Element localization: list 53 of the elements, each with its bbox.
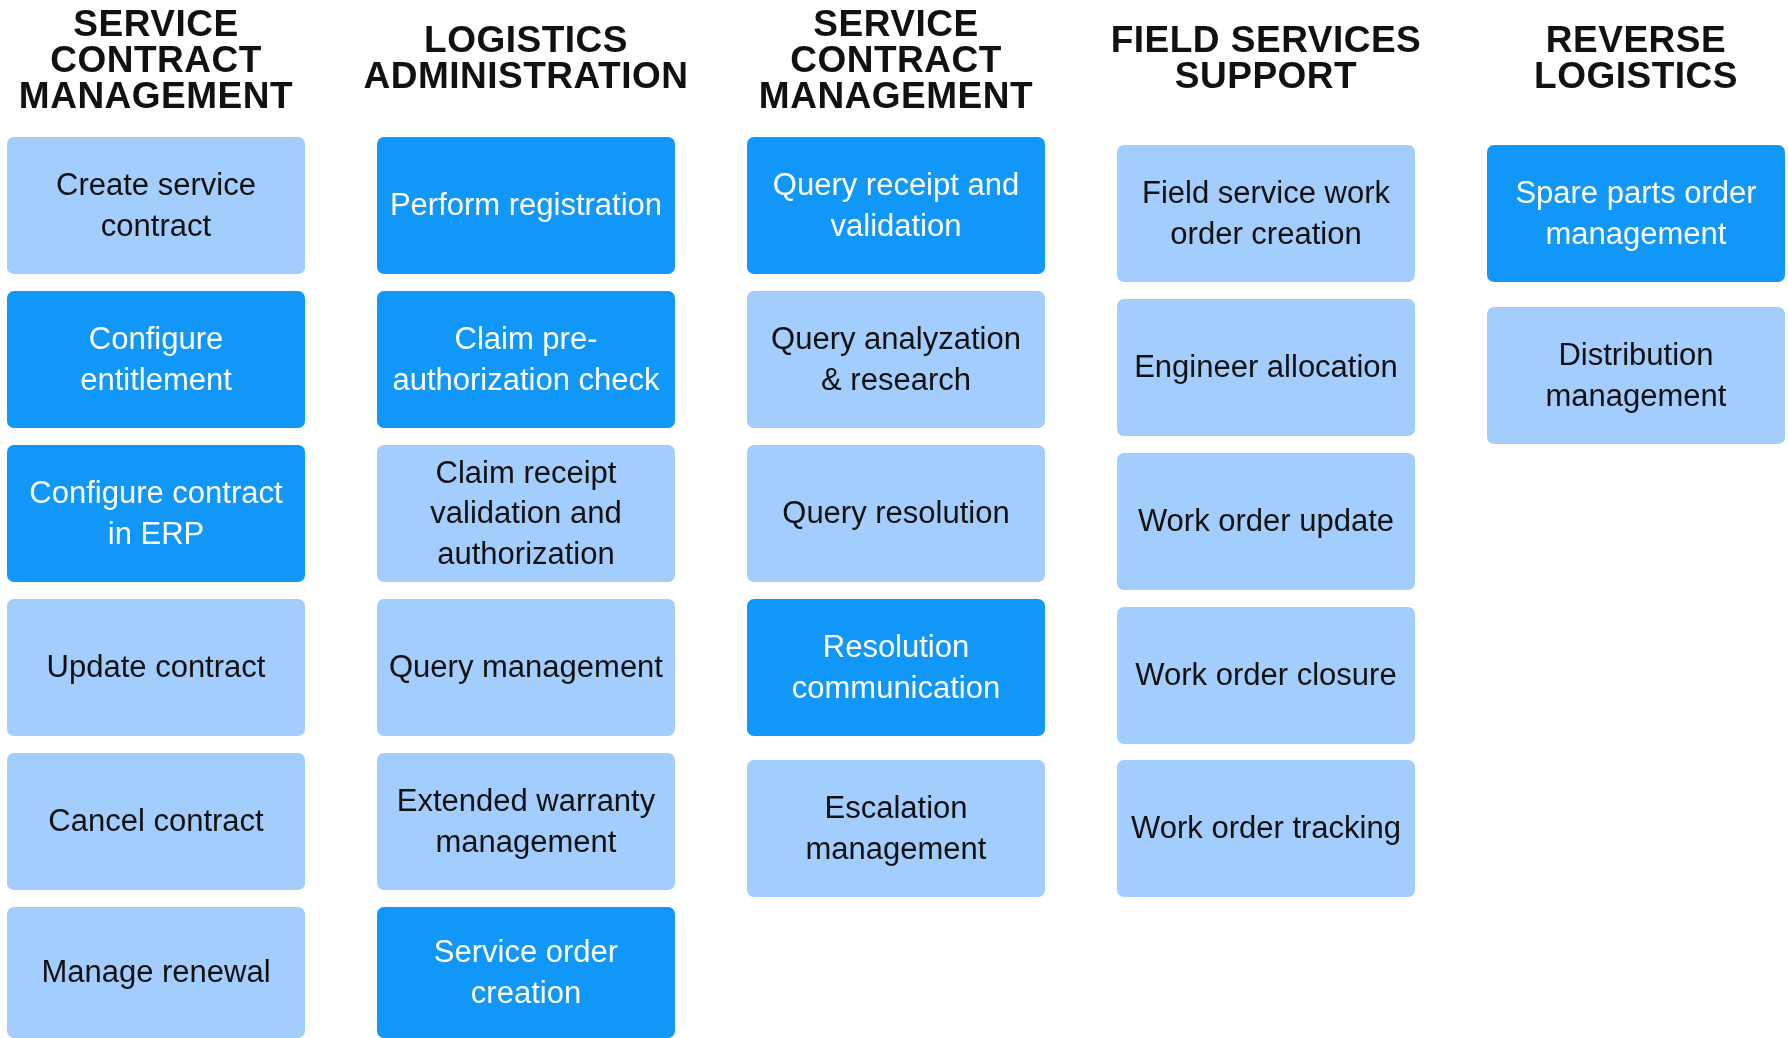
box-text: Query resolution <box>782 494 1010 533</box>
process-box <box>7 445 305 582</box>
box-text: Update contract <box>46 648 266 687</box>
process-box <box>7 291 305 428</box>
process-box <box>7 599 305 736</box>
process-box <box>1117 453 1415 590</box>
box-text: Spare parts order management <box>1514 174 1758 253</box>
box-text: Perform registration <box>389 186 663 225</box>
box-text: Query management <box>389 648 663 687</box>
box-text: Cancel contract <box>48 802 264 841</box>
box-text: Work order update <box>1137 502 1395 541</box>
process-box <box>1487 307 1785 444</box>
process-box <box>377 753 675 890</box>
box-text: Service order creation <box>432 933 620 1012</box>
process-box <box>747 760 1045 897</box>
column-heading: LOGISTICS ADMINISTRATION <box>362 22 690 94</box>
process-box <box>747 599 1045 736</box>
process-box <box>7 137 305 274</box>
column-heading: REVERSE LOGISTICS <box>1533 22 1739 94</box>
box-text: Extended warranty management <box>395 782 657 861</box>
process-box <box>377 907 675 1038</box>
process-box <box>1117 145 1415 282</box>
process-box <box>1117 607 1415 744</box>
process-box <box>747 291 1045 428</box>
process-box <box>377 599 675 736</box>
box-text: Claim receipt validation and authorization <box>429 454 623 573</box>
process-box <box>747 445 1045 582</box>
box-text: Work order tracking <box>1131 809 1401 848</box>
box-text: Claim pre-authorization check <box>391 320 661 399</box>
process-box <box>7 907 305 1038</box>
box-text: Configure contract in ERP <box>28 474 284 553</box>
process-box <box>377 445 675 582</box>
box-text: Escalation management <box>804 789 988 868</box>
box-text: Field service work order creation <box>1140 174 1392 253</box>
box-text: Resolution communication <box>790 628 1002 707</box>
process-box <box>377 137 675 274</box>
box-text: Engineer allocation <box>1134 348 1398 387</box>
box-text: Work order closure <box>1135 656 1397 695</box>
process-box <box>7 753 305 890</box>
process-box <box>747 137 1045 274</box>
process-box <box>1117 760 1415 897</box>
box-text: Manage renewal <box>41 953 271 992</box>
column-heading: SERVICE CONTRACT MANAGEMENT <box>757 6 1035 114</box>
process-box <box>1117 299 1415 436</box>
box-text: Query receipt and validation <box>771 166 1021 245</box>
process-box <box>1487 145 1785 282</box>
column-heading: SERVICE CONTRACT MANAGEMENT <box>17 6 295 114</box>
box-text: Distribution management <box>1544 336 1728 415</box>
box-text: Configure entitlement <box>79 320 233 399</box>
box-text: Query analyzation & research <box>770 320 1022 399</box>
box-text: Create service contract <box>55 166 257 245</box>
column-heading: FIELD SERVICES SUPPORT <box>1109 22 1423 94</box>
process-box <box>377 291 675 428</box>
